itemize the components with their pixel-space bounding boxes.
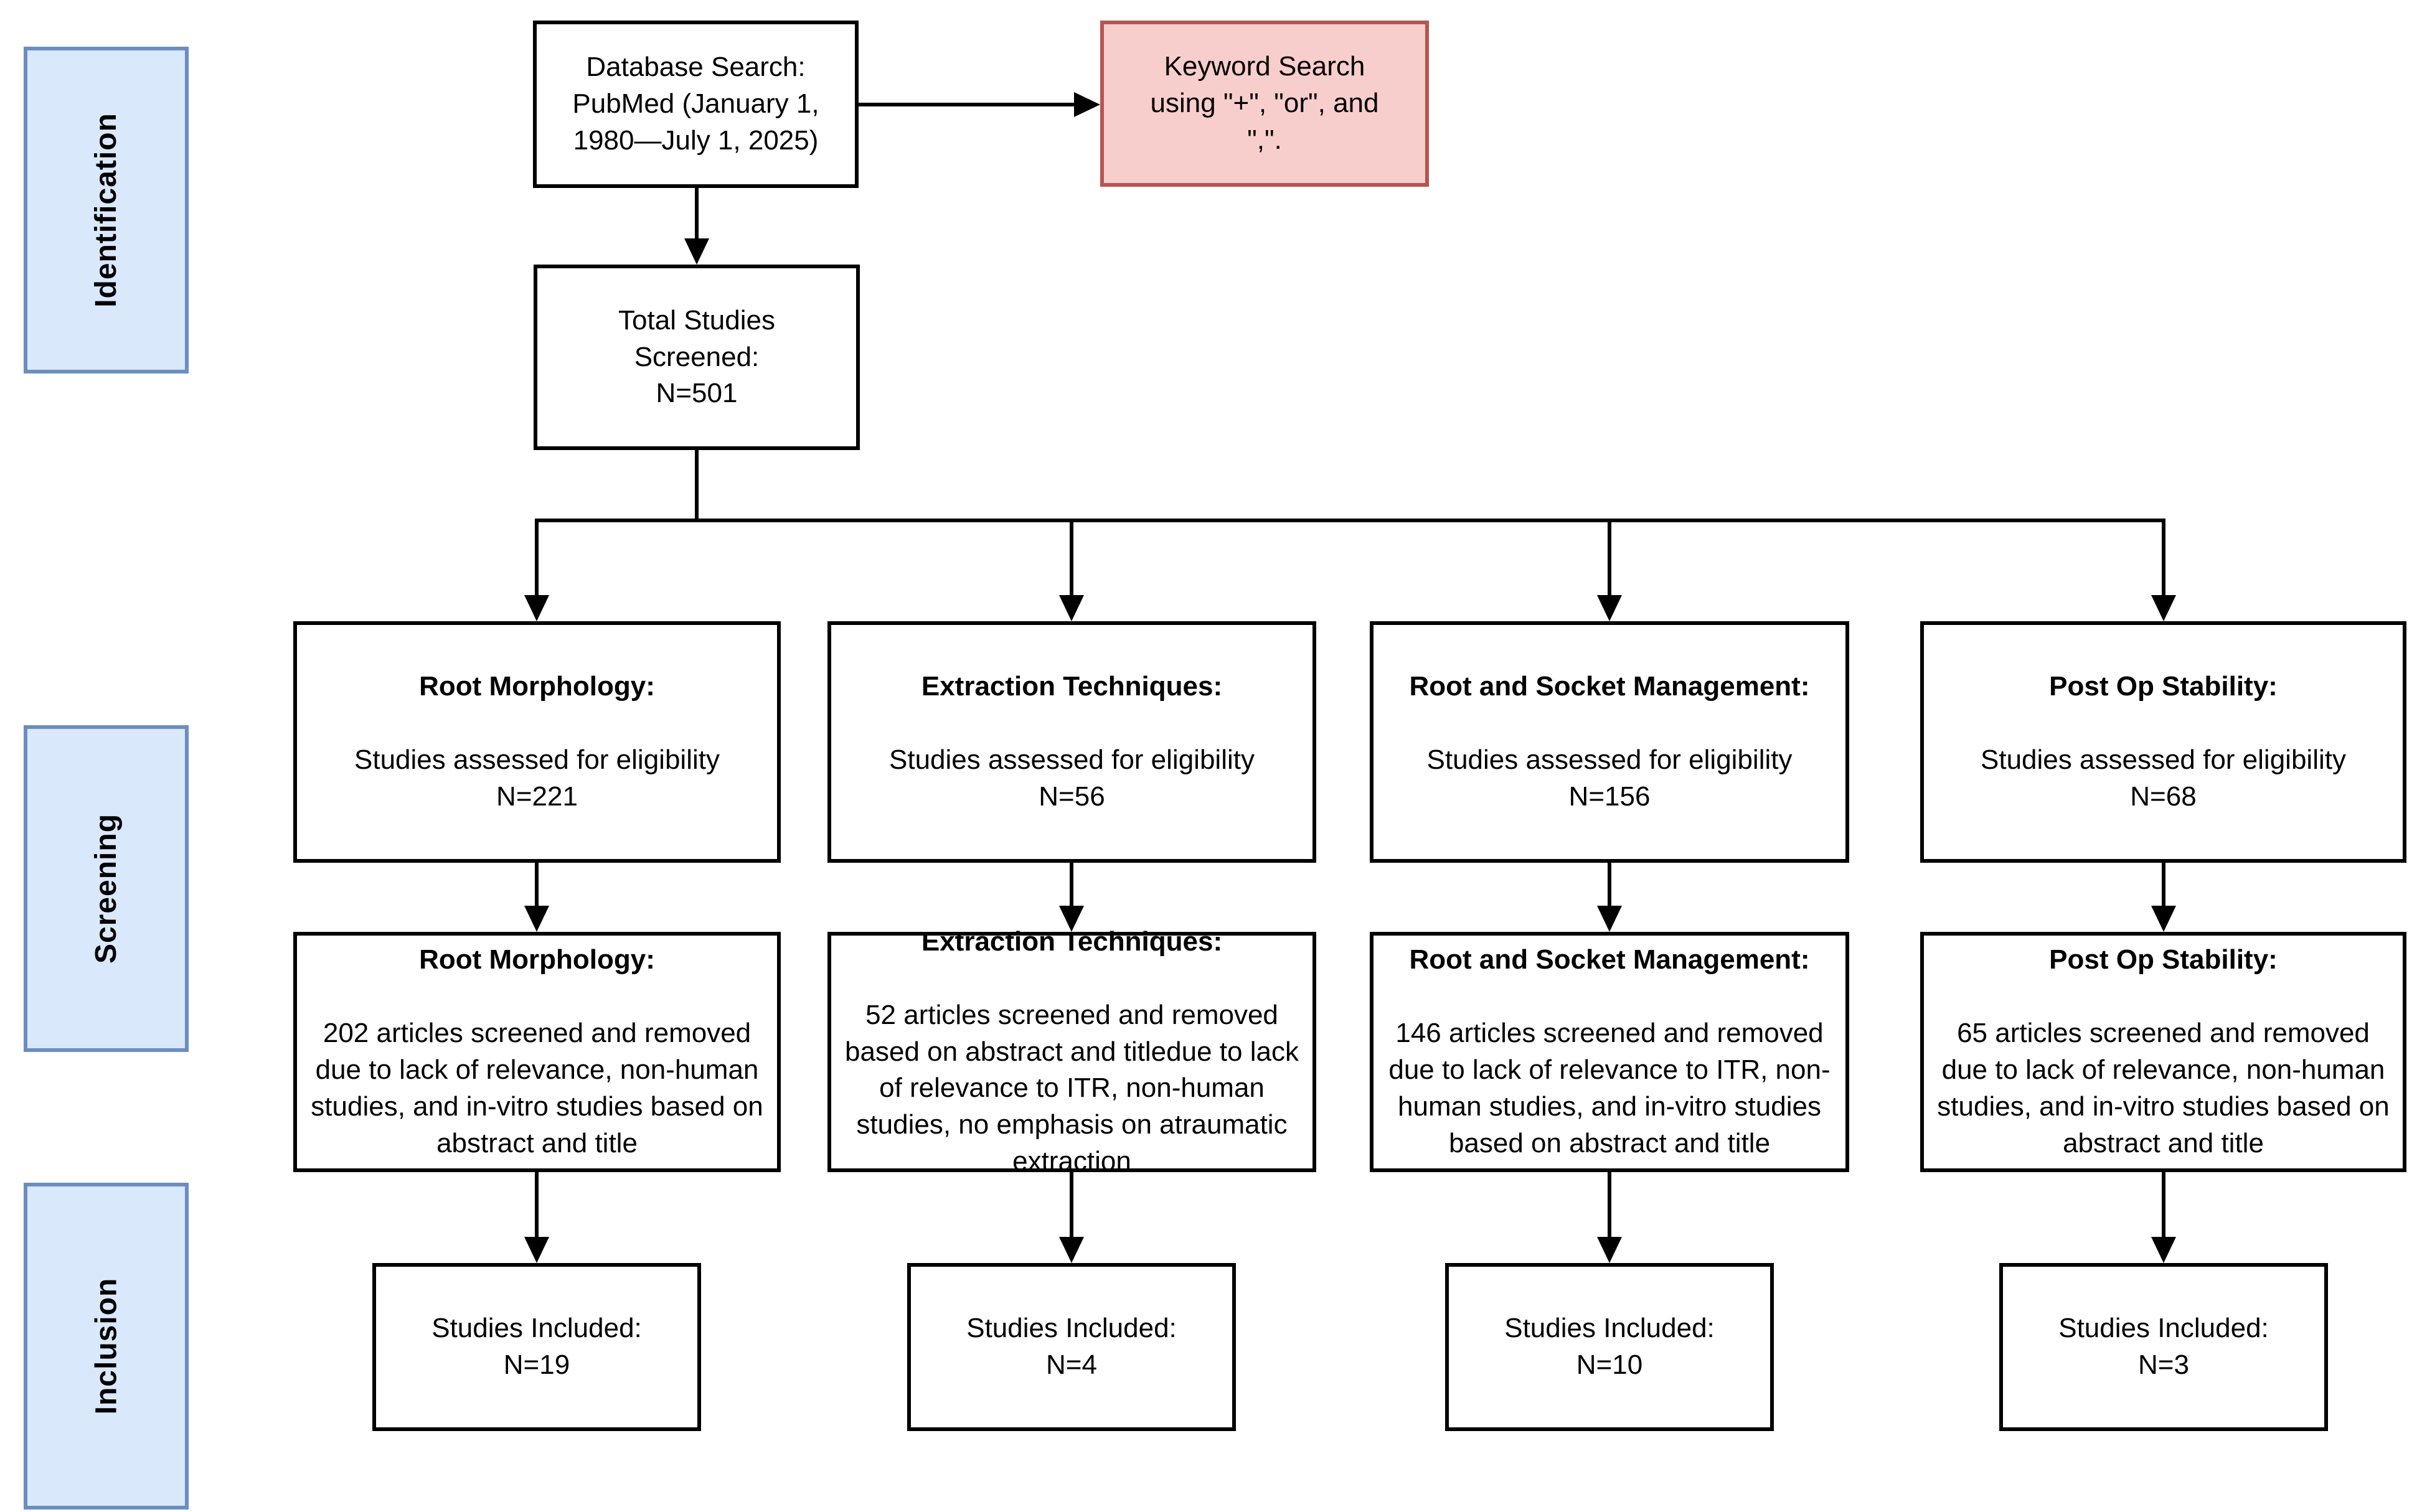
eligibility-title-post-op-stability: Post Op Stability: [2049,671,2278,702]
connector-col1-eligibility-to-screened [535,863,539,908]
arrowhead-down-col3-included [1597,1237,1622,1263]
screened-title-post-op-stability: Post Op Stability: [2049,944,2278,975]
screened-body-root-socket-management: 146 articles screened and removed due to… [1388,1018,1831,1158]
connector-db-to-total [695,188,699,243]
screened-title-root-socket-management: Root and Socket Management: [1409,944,1810,975]
arrowhead-down-col2-screened [1059,906,1084,932]
included-text-root-socket-management: Studies Included: N=10 [1504,1313,1715,1380]
branch-distribution-line [535,519,2165,522]
connector-col3-eligibility-to-screened [1608,863,1611,908]
arrowhead-down-col1-eligibility [524,595,549,621]
connector-col1-screened-to-included [535,1172,539,1238]
eligibility-title-extraction-techniques: Extraction Techniques: [921,671,1223,702]
eligibility-body-root-socket-management: Studies assessed for eligibility N=156 [1426,744,1793,812]
connector-col3-screened-to-included [1608,1172,1611,1238]
connector-col4-eligibility-to-screened [2162,863,2165,908]
included-box-root-morphology: Studies Included: N=19 [372,1263,701,1431]
branch-drop-col3 [1608,520,1611,598]
connector-db-to-keyword [859,103,1078,106]
screened-box-root-morphology: Root Morphology: 202 articles screened a… [293,932,781,1172]
connector-col2-screened-to-included [1070,1172,1073,1238]
eligibility-box-extraction-techniques: Extraction Techniques: Studies assessed … [827,621,1316,863]
total-studies-screened-text: Total Studies Screened: N=501 [618,304,775,409]
keyword-search-box: Keyword Search using "+", "or", and ",". [1100,21,1429,187]
arrowhead-down-col3-screened [1597,906,1622,932]
database-search-box: Database Search: PubMed (January 1, 1980… [533,21,859,188]
screened-title-root-morphology: Root Morphology: [419,944,655,975]
screened-box-extraction-techniques: Extraction Techniques: 52 articles scree… [827,926,1316,1176]
included-box-root-socket-management: Studies Included: N=10 [1445,1263,1774,1431]
stage-label-identification-text: Identification [90,113,123,308]
total-studies-screened-box: Total Studies Screened: N=501 [534,265,860,450]
eligibility-title-root-socket-management: Root and Socket Management: [1409,671,1810,702]
included-box-post-op-stability: Studies Included: N=3 [1999,1263,2328,1431]
stage-label-inclusion-text: Inclusion [90,1277,123,1415]
stage-label-identification: Identification [24,47,189,373]
stage-label-inclusion: Inclusion [24,1183,189,1510]
included-text-root-morphology: Studies Included: N=19 [431,1313,642,1380]
eligibility-box-root-socket-management: Root and Socket Management: Studies asse… [1370,621,1849,863]
arrowhead-down-col4-screened [2151,906,2176,932]
keyword-search-text: Keyword Search using "+", "or", and ",". [1150,51,1379,155]
eligibility-title-root-morphology: Root Morphology: [419,671,655,702]
eligibility-body-root-morphology: Studies assessed for eligibility N=221 [354,744,720,812]
stage-label-screening-text: Screening [89,813,123,964]
screened-body-post-op-stability: 65 articles screened and removed due to … [1937,1018,2390,1158]
screened-box-post-op-stability: Post Op Stability: 65 articles screened … [1920,932,2406,1172]
connector-col2-eligibility-to-screened [1070,863,1073,908]
arrowhead-down-col2-eligibility [1059,595,1084,621]
branch-drop-col1 [535,520,539,598]
arrowhead-down-col3-eligibility [1597,595,1622,621]
included-text-extraction-techniques: Studies Included: N=4 [966,1313,1177,1380]
arrowhead-right-keyword [1074,92,1100,117]
eligibility-box-post-op-stability: Post Op Stability: Studies assessed for … [1920,621,2406,863]
screened-body-root-morphology: 202 articles screened and removed due to… [311,1018,763,1158]
included-text-post-op-stability: Studies Included: N=3 [2058,1313,2269,1380]
connector-total-to-branch [695,450,699,522]
branch-drop-col4 [2162,520,2165,598]
eligibility-body-post-op-stability: Studies assessed for eligibility N=68 [1981,744,2346,812]
arrowhead-down-col2-included [1059,1237,1084,1263]
arrowhead-down-col4-included [2151,1237,2176,1263]
screened-box-root-socket-management: Root and Socket Management: 146 articles… [1370,932,1849,1172]
branch-drop-col2 [1070,520,1073,598]
arrowhead-down-total [684,238,709,265]
eligibility-box-root-morphology: Root Morphology: Studies assessed for el… [293,621,781,863]
included-box-extraction-techniques: Studies Included: N=4 [907,1263,1236,1431]
screened-title-extraction-techniques: Extraction Techniques: [921,926,1223,957]
arrowhead-down-col1-included [524,1237,549,1263]
connector-col4-screened-to-included [2162,1172,2165,1238]
arrowhead-down-col1-screened [524,906,549,932]
eligibility-body-extraction-techniques: Studies assessed for eligibility N=56 [889,744,1255,812]
screened-body-extraction-techniques: 52 articles screened and removed based o… [845,999,1299,1177]
arrowhead-down-col4-eligibility [2151,595,2176,621]
stage-label-screening: Screening [24,725,189,1052]
database-search-text: Database Search: PubMed (January 1, 1980… [572,52,819,156]
